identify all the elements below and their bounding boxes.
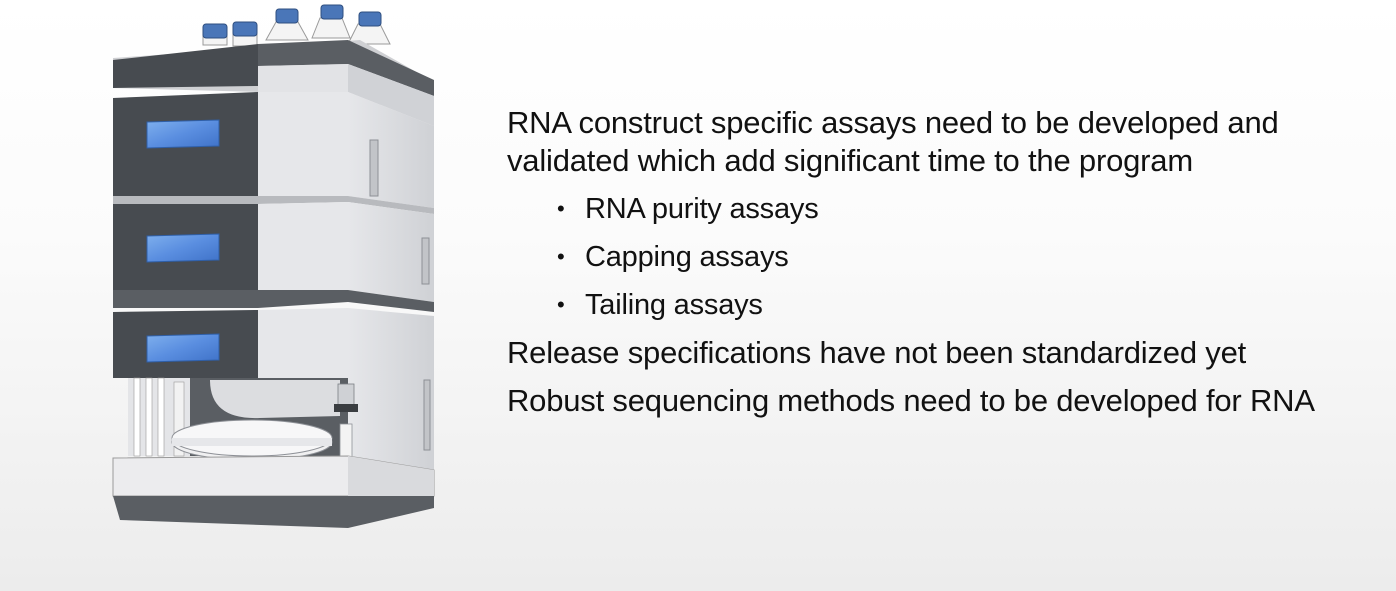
sub-bullet-item: • Tailing assays	[507, 286, 1387, 324]
solvent-bottles	[202, 4, 391, 47]
sub-bullet-text: RNA purity assays	[585, 193, 819, 225]
sequencing-paragraph: Robust sequencing methods need to be dev…	[507, 383, 1315, 418]
bullet-dot-icon: •	[557, 196, 565, 221]
assay-sub-bullets: • RNA purity assays • Capping assays • T…	[507, 190, 1387, 324]
top-module	[113, 40, 434, 126]
sub-bullet-item: • RNA purity assays	[507, 190, 1387, 228]
intro-paragraph: RNA construct specific assays need to be…	[507, 105, 1279, 178]
module-3	[113, 308, 434, 472]
base-tray	[112, 455, 435, 528]
bullet-dot-icon: •	[557, 292, 565, 317]
module-2	[113, 202, 434, 312]
release-spec-paragraph: Release specifications have not been sta…	[507, 335, 1247, 370]
slide-text-block: RNA construct specific assays need to be…	[507, 104, 1387, 420]
hplc-instrument-illustration	[112, 4, 435, 528]
sub-bullet-text: Capping assays	[585, 241, 789, 273]
module-1	[113, 92, 434, 214]
bullet-dot-icon: •	[557, 244, 565, 269]
autosampler-chamber	[128, 377, 358, 467]
sub-bullet-text: Tailing assays	[585, 289, 763, 321]
sub-bullet-item: • Capping assays	[507, 238, 1387, 276]
